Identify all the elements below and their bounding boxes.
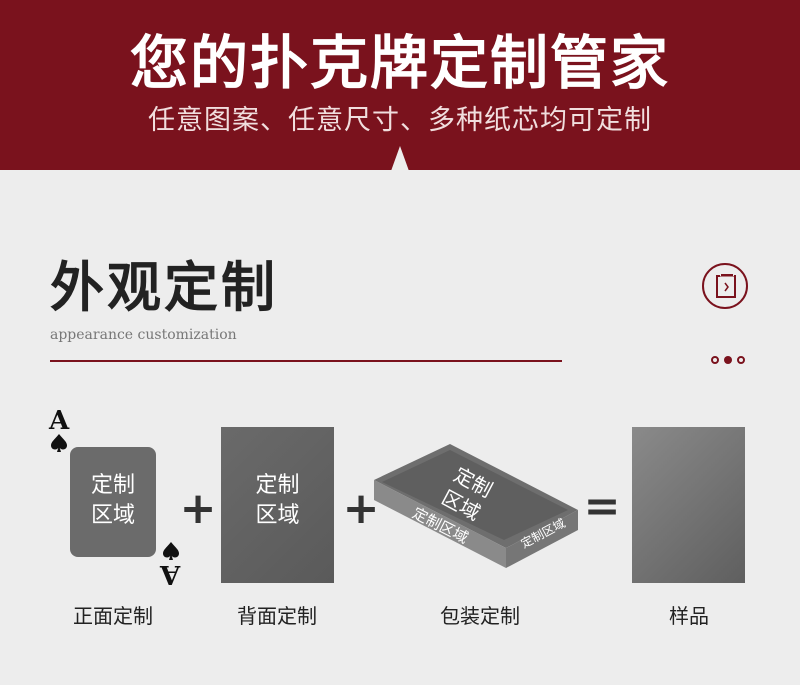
- section-subtitle: appearance customization: [50, 327, 237, 343]
- banner-title: 您的扑克牌定制管家: [129, 29, 670, 97]
- card-rank-bottom: A: [160, 559, 181, 589]
- front-area-label-2: 区域: [90, 503, 135, 528]
- package-box: 定制 区域 定制区域 定制区域: [374, 444, 578, 568]
- plus-sign: +: [342, 483, 380, 534]
- dot-icon: [737, 356, 745, 364]
- banner-notch: [391, 146, 409, 171]
- spade-icon: [51, 434, 67, 452]
- back-card: 定制 区域: [221, 427, 334, 583]
- sample-card: [632, 427, 745, 583]
- spade-icon: [163, 542, 179, 560]
- dot-active-icon: [724, 356, 732, 364]
- top-banner: 您的扑克牌定制管家 任意图案、任意尺寸、多种纸芯均可定制: [0, 0, 800, 171]
- banner-subtitle: 任意图案、任意尺寸、多种纸芯均可定制: [148, 105, 652, 136]
- equals-sign: =: [583, 481, 621, 532]
- section-divider: [50, 360, 562, 362]
- front-card: 定制 区域: [70, 447, 156, 557]
- caption-sample: 样品: [669, 604, 709, 628]
- caption-front: 正面定制: [73, 604, 153, 628]
- card-emblem-icon: [702, 263, 748, 309]
- pagination-dots: [711, 356, 751, 366]
- back-area-label-2: 区域: [255, 503, 300, 528]
- plus-sign: +: [179, 483, 217, 534]
- caption-back: 背面定制: [237, 604, 317, 628]
- card-rank-top: A: [49, 406, 70, 436]
- front-area-label-1: 定制: [90, 473, 135, 498]
- section-title: 外观定制: [50, 256, 278, 319]
- caption-package: 包装定制: [440, 604, 520, 628]
- back-area-label-1: 定制: [255, 473, 300, 498]
- dot-icon: [711, 356, 719, 364]
